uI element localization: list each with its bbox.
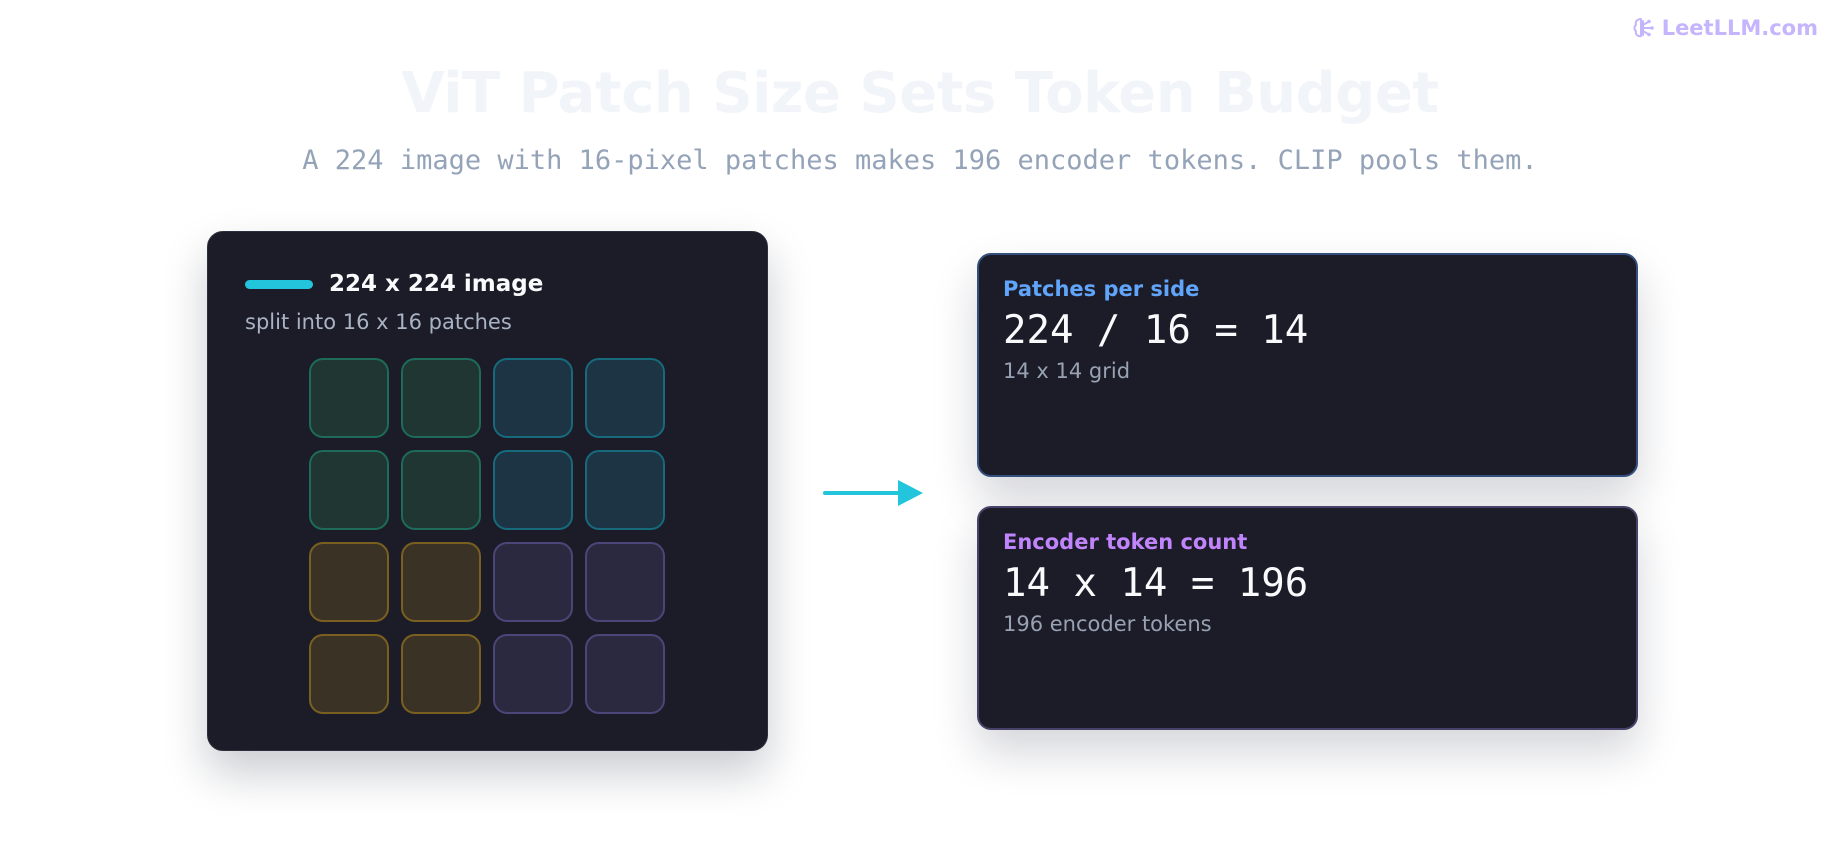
patch [401, 450, 481, 530]
token-count-card: Encoder token count 14 x 14 = 196 196 en… [977, 506, 1638, 730]
patch [309, 542, 389, 622]
patch [493, 634, 573, 714]
patch [585, 634, 665, 714]
page-subtitle: A 224 image with 16-pixel patches makes … [302, 145, 1538, 176]
patch [585, 450, 665, 530]
card-note: 196 encoder tokens [1003, 612, 1212, 636]
patch [585, 542, 665, 622]
patch [309, 358, 389, 438]
card-formula: 14 x 14 = 196 [1003, 561, 1309, 606]
arrow-right-icon [823, 480, 923, 506]
brand-name[interactable]: LeetLLM.com [1661, 16, 1818, 40]
image-panel-subtitle: split into 16 x 16 patches [245, 310, 512, 334]
patch-grid [309, 358, 665, 714]
patches-per-side-card: Patches per side 224 / 16 = 14 14 x 14 g… [977, 253, 1638, 477]
card-formula: 224 / 16 = 14 [1003, 308, 1309, 353]
patch [493, 450, 573, 530]
card-label: Encoder token count [1003, 530, 1248, 554]
patch [309, 450, 389, 530]
image-panel: 224 x 224 image split into 16 x 16 patch… [207, 231, 768, 751]
patch [585, 358, 665, 438]
patch [401, 634, 481, 714]
patch [401, 542, 481, 622]
card-note: 14 x 14 grid [1003, 359, 1131, 383]
card-label: Patches per side [1003, 277, 1200, 301]
page-title: ViT Patch Size Sets Token Budget [401, 61, 1439, 126]
brand-logo: LeetLLM.com [1632, 16, 1818, 40]
patch [309, 634, 389, 714]
brain-icon [1633, 18, 1654, 38]
accent-bar [245, 280, 313, 289]
patch [493, 358, 573, 438]
image-panel-title: 224 x 224 image [329, 271, 544, 297]
patch [493, 542, 573, 622]
patch [401, 358, 481, 438]
